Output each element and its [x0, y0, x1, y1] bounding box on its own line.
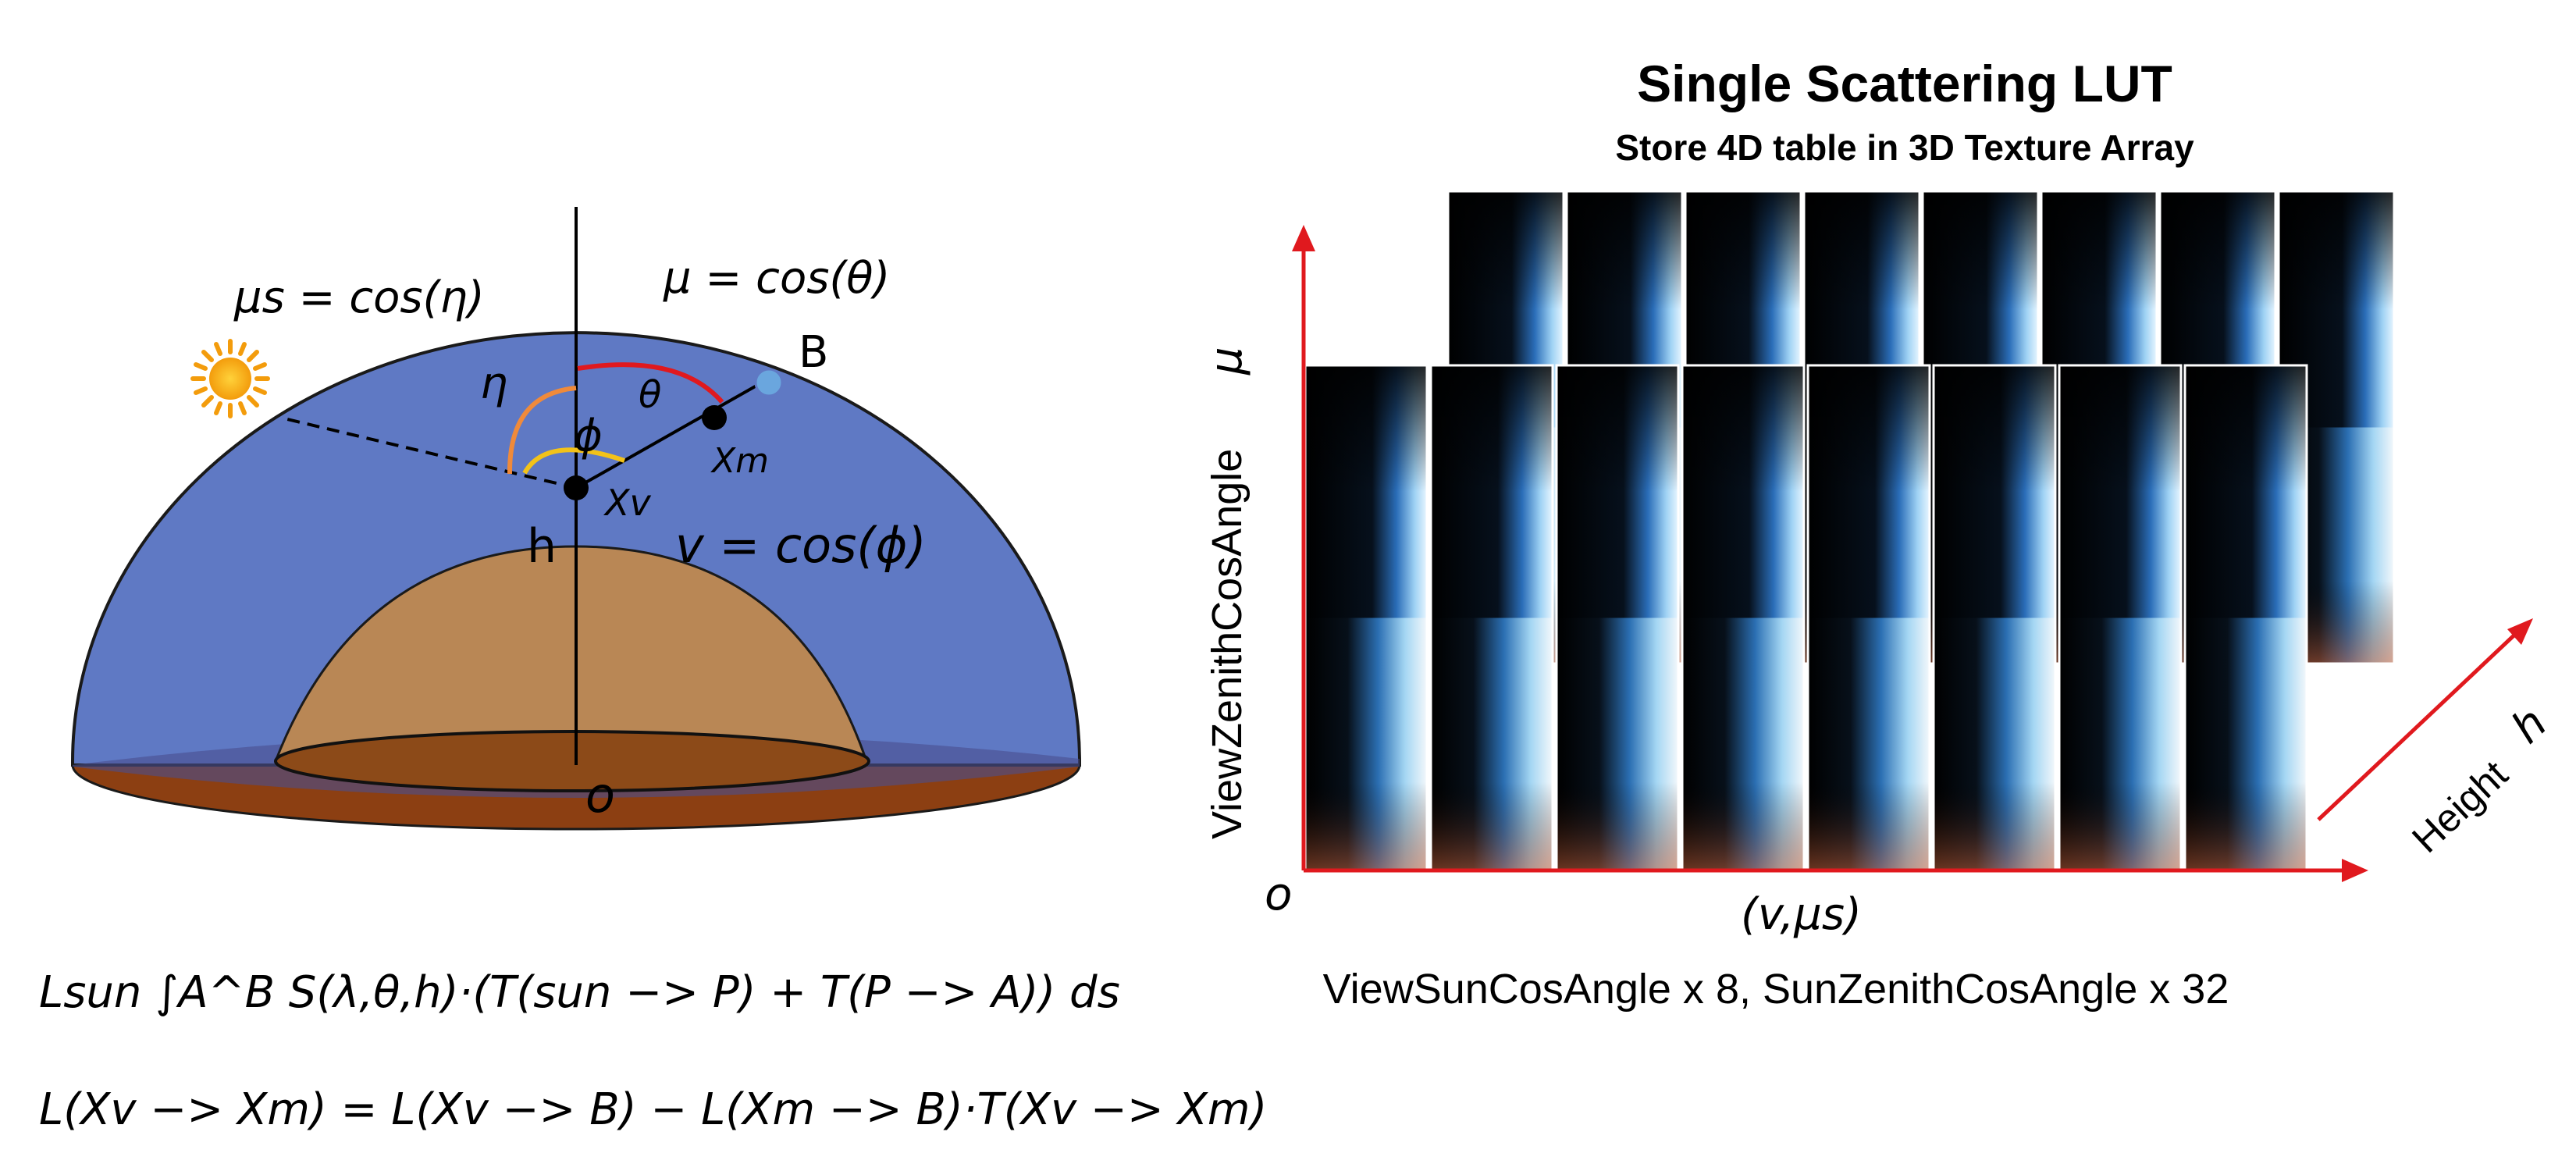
- label-eta: η: [480, 358, 508, 409]
- label-phi: ϕ: [574, 411, 603, 461]
- lut-front-layer: [1304, 364, 2308, 872]
- lut-front-tile: [1304, 364, 1429, 872]
- theta-arc: [577, 362, 724, 404]
- height-axis-arrowhead: [2507, 618, 2533, 645]
- label-b: B: [799, 327, 828, 378]
- lut-front-tile: [1429, 364, 1554, 872]
- lut-front-tile: [2183, 364, 2308, 872]
- y-axis-label: ViewZenithCosAngle: [1204, 449, 1251, 839]
- label-xm: Xm: [710, 441, 769, 481]
- atmosphere-diagram: μs = cos(η) μ = cos(θ) B η θ ϕ Xv Xm h v…: [70, 207, 1081, 831]
- lut-front-tile: [2058, 364, 2183, 872]
- label-mu: μ = cos(θ): [663, 253, 890, 304]
- lut-front-tile: [1932, 364, 2057, 872]
- label-mu-s: μs = cos(η): [233, 272, 485, 323]
- phi-arc: [522, 447, 625, 475]
- sun-icon: [190, 339, 270, 418]
- label-h: h: [527, 519, 557, 574]
- label-v: v = cos(ϕ): [675, 517, 927, 574]
- lut-front-tile: [1681, 364, 1806, 872]
- height-axis-label: Height: [2403, 752, 2516, 861]
- label-xv: Xv: [603, 482, 652, 524]
- x-axis-arrowhead: [2342, 859, 2368, 882]
- label-origin: o: [585, 767, 615, 824]
- equation-2: L(Xv −> Xm) = L(Xv −> B) − L(Xm −> B)·T(…: [39, 1084, 1267, 1135]
- height-axis-line: [2317, 627, 2523, 821]
- point-xm: [702, 405, 727, 430]
- lut-axes: [1292, 225, 2533, 882]
- y-axis-arrowhead: [1292, 225, 1315, 251]
- sun-direction-dashed: [286, 418, 577, 489]
- x-axis-label: (v,μs): [1741, 889, 1862, 940]
- label-theta: θ: [639, 373, 661, 417]
- lut-title: Single Scattering LUT: [1637, 55, 2172, 112]
- height-axis-symbol: h: [2502, 697, 2556, 753]
- lut-front-tile: [1806, 364, 1931, 872]
- lut-subtitle: Store 4D table in 3D Texture Array: [1615, 127, 2194, 168]
- eta-arc: [507, 386, 577, 475]
- point-b: [754, 368, 784, 397]
- equation-1: Lsun ∫A^B S(λ,θ,h)·(T(sun −> P) + T(P −>…: [39, 967, 1120, 1018]
- lut-origin-label: o: [1265, 867, 1293, 920]
- y-axis-symbol: μ: [1201, 347, 1252, 376]
- lut-caption: ViewSunCosAngle x 8, SunZenithCosAngle x…: [1323, 966, 2229, 1013]
- earth-base-ellipse: [274, 730, 870, 792]
- lut-front-tile: [1555, 364, 1680, 872]
- point-xv: [564, 475, 589, 500]
- view-ray: [575, 377, 770, 489]
